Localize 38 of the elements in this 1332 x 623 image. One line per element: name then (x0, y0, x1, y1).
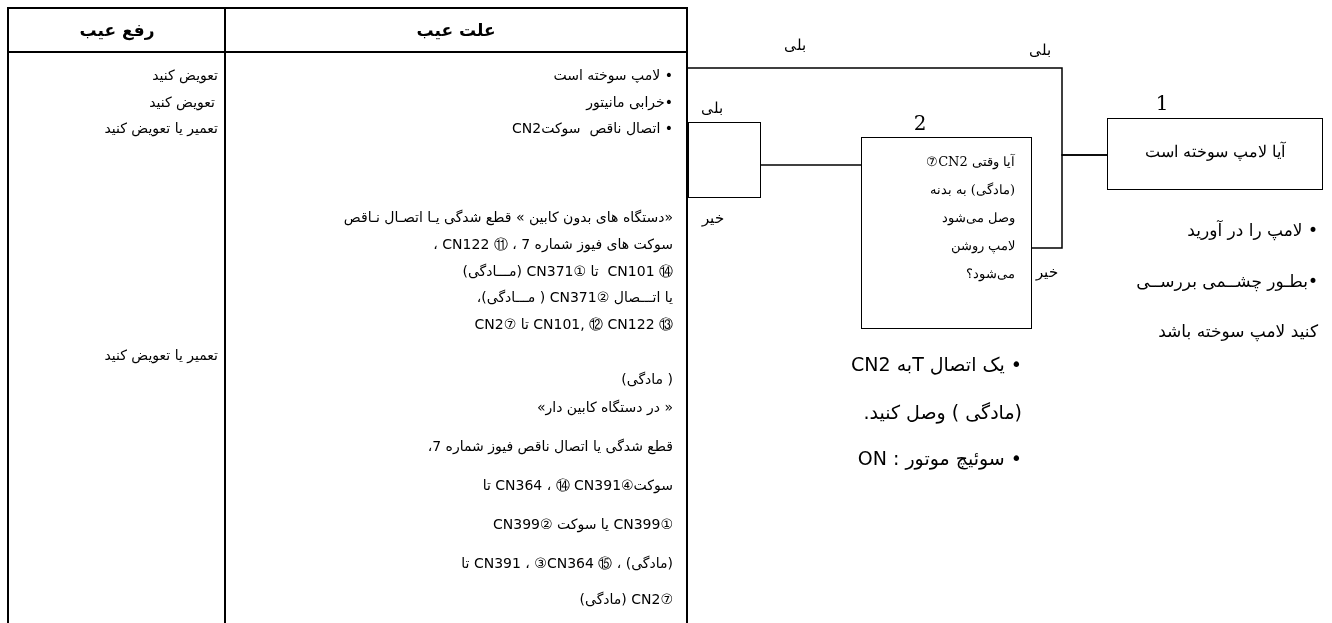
cause-text: •خرابی مانیتور (226, 89, 687, 115)
edge-label: بلی (1029, 41, 1051, 59)
branch-label: خیر (702, 209, 724, 227)
step-number: 2 (913, 111, 927, 135)
cause-text: « در دستگاه کابین دار» (536, 399, 673, 416)
cause-text: یا اتـــصال ②CN371 ( مـــادگی)، (476, 289, 673, 306)
instruction-text: • یک اتصال Tبه CN2 (مادگی ) وصل کنید. (850, 352, 1022, 426)
question-text: آیا لامپ سوخته است (1143, 142, 1287, 162)
cause-text: ①CN399 یا سوکت ②CN399 (493, 516, 673, 533)
cause-text: ⑬ CN101, ⑫ CN122 تا ⑦CN2 (474, 316, 673, 333)
cause-text: قطع شدگی یا اتصال ناقص فیوز شماره 7، (427, 438, 673, 455)
cause-text: ⑭ CN101 تا ①CN371 (مـــادگی) (462, 263, 673, 280)
remedy-text: تعویض کنید (152, 66, 218, 84)
cause-text: (مادگی) ، ⑮ CN391 ، ③CN364 تا (461, 555, 673, 572)
decision-box (861, 137, 1032, 329)
branch-label: بلی (784, 36, 806, 54)
connector-line (760, 164, 862, 166)
instruction-text: • لامپ را در آورید (1187, 219, 1318, 241)
branch-label: بلی (701, 99, 723, 117)
cause-text: سوکت های فیوز شماره 7 ، ⑪ CN122 ، (433, 236, 673, 253)
step-number: 1 (1155, 91, 1169, 115)
instruction-text: • سوئیچ موتور : ON (857, 446, 1022, 470)
instruction-text: •بطـور چشــمی بررســی کنید لامپ سوخته باشد (1135, 270, 1318, 344)
remedy-text: تعمیر یا تعویض کنید (104, 346, 218, 364)
cause-text: • لامپ سوخته است (226, 62, 687, 88)
cause-text: ⑦CN2 (مادگی) (579, 591, 673, 608)
cause-text: «دستگاه های بدون کابین » قطع شدگی یـا اتصـال نـاقص (343, 209, 673, 226)
cause-text: ( مادگی) (621, 371, 673, 388)
question-text: آیا وقتی CN2⑦ (مادگی) به بدنه وصل می‌شود لامپ روشن می‌شود؟ (925, 153, 1015, 284)
column-header: رفع عیب (79, 19, 155, 41)
remedy-text: تعویض کنید (149, 93, 215, 111)
remedy-text: تعمیر یا تعویض کنید (104, 119, 218, 137)
empty-box (688, 122, 761, 198)
cause-text: سوکت④CN364 ، ⑭ CN391 تا (482, 477, 673, 494)
cause-text: • اتصال ناقص سوکتCN2 (226, 115, 687, 141)
decision-box (1107, 118, 1323, 190)
column-header: علت عیب (416, 19, 496, 41)
connector-line (1031, 154, 1108, 249)
